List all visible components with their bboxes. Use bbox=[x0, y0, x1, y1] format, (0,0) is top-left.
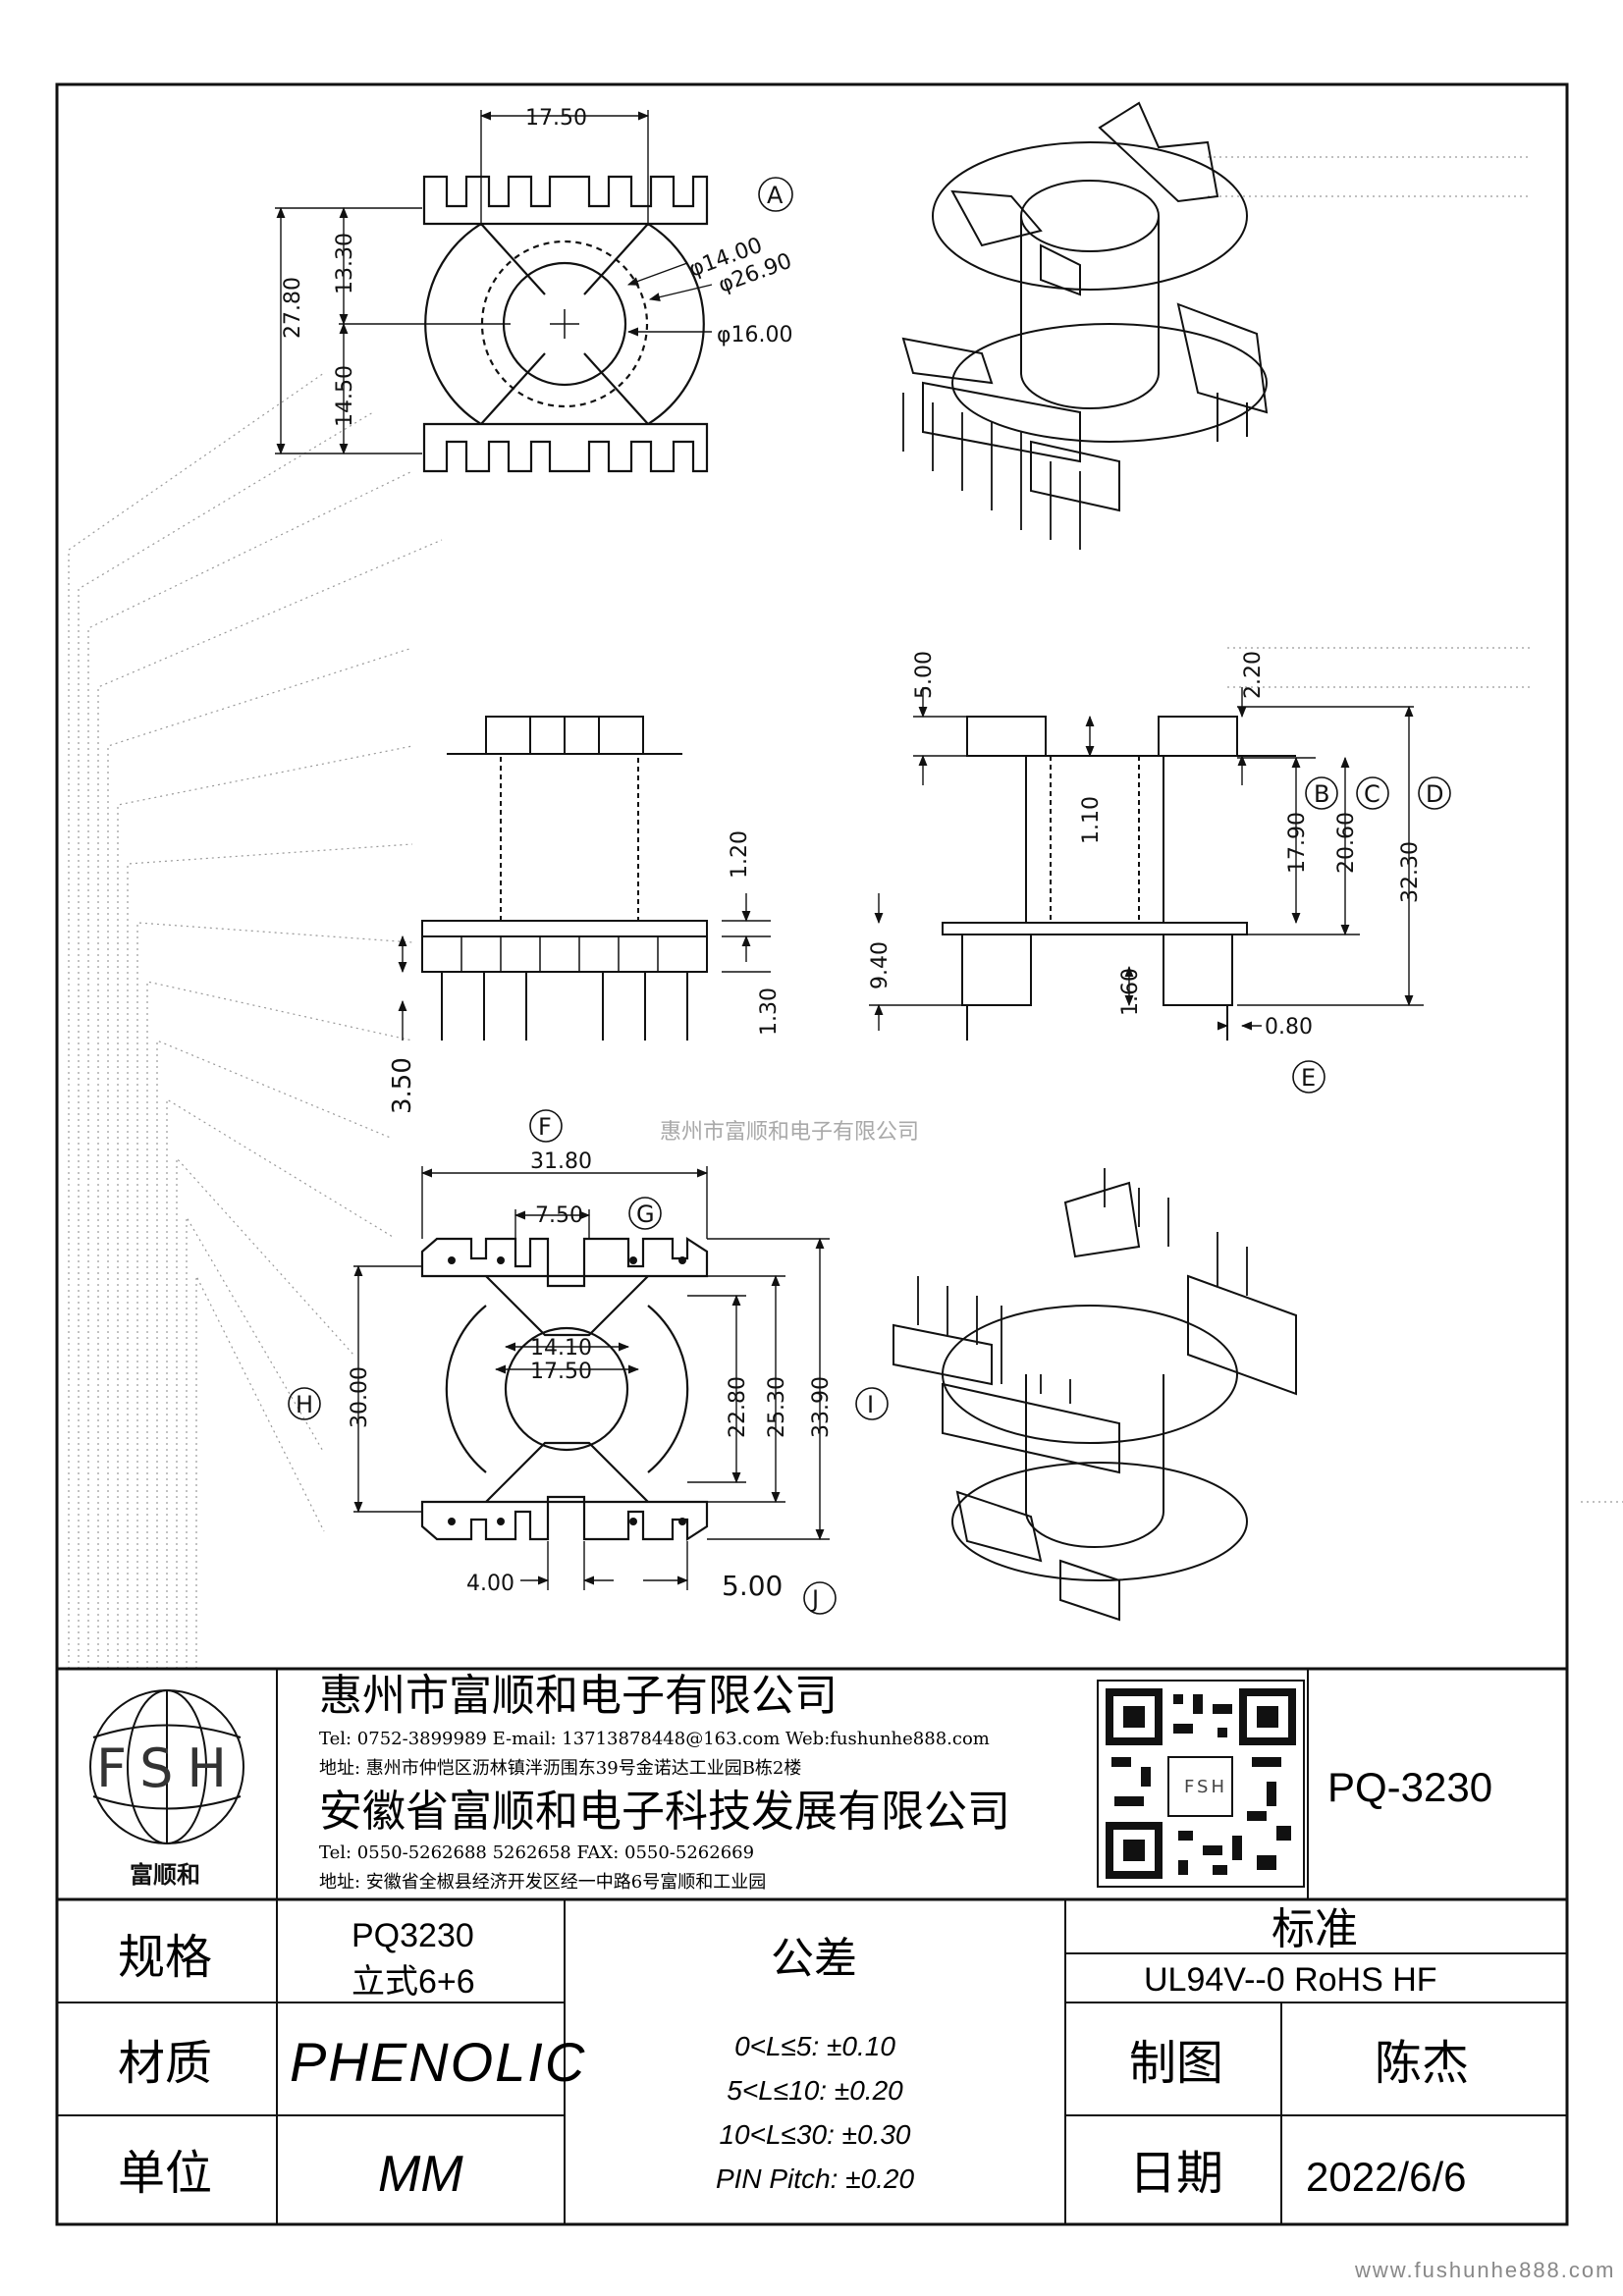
spec-value-type: 立式6+6 bbox=[352, 1963, 475, 2001]
company2-address: 地址: 安徽省全椒县经济开发区经一中路6号富顺和工业园 bbox=[319, 1872, 766, 1893]
dim-0-80: 0.80 bbox=[1265, 1015, 1313, 1040]
unit-label: 单位 bbox=[118, 2146, 212, 2201]
logo-text: FSH bbox=[96, 1737, 241, 1799]
tolerance-line: 0<L≤5: ±0.10 bbox=[734, 2031, 895, 2061]
label-c: C bbox=[1364, 780, 1380, 808]
spec-value-model: PQ3230 bbox=[352, 1917, 474, 1954]
dim-1-30: 1.30 bbox=[757, 988, 782, 1036]
label-f: F bbox=[538, 1113, 552, 1141]
label-g: G bbox=[636, 1201, 655, 1228]
iso-view-bottom bbox=[893, 1168, 1297, 1622]
top-view bbox=[275, 110, 713, 473]
balloon-d bbox=[1418, 776, 1451, 810]
company1-contact: Tel: 0752-3899989 E-mail: 13713878448@16… bbox=[319, 1729, 990, 1749]
standard-value: UL94V--0 RoHS HF bbox=[1144, 1961, 1437, 1999]
side-view-labels: 5.00 2.20 1.10 17.90 20.60 32.30 9.40 1.… bbox=[868, 651, 1451, 1094]
part-number: PQ-3230 bbox=[1327, 1764, 1492, 1810]
date-value: 2022/6/6 bbox=[1306, 2154, 1467, 2200]
fsh-logo bbox=[89, 1689, 244, 1844]
balloon-e bbox=[1292, 1060, 1325, 1094]
side-view bbox=[869, 687, 1424, 1041]
dim-3-50: 3.50 bbox=[388, 1057, 417, 1114]
site-footer: www.fushunhe888.com bbox=[1354, 2258, 1615, 2282]
dim-17-50-top: 17.50 bbox=[525, 106, 587, 131]
dim-7-50: 7.50 bbox=[535, 1203, 583, 1228]
company1-address: 地址: 惠州市仲恺区沥林镇泮沥围东39号金诺达工业园B栋2楼 bbox=[319, 1758, 801, 1779]
dim-1-60: 1.60 bbox=[1118, 968, 1143, 1016]
dim-27-80: 27.80 bbox=[281, 277, 305, 339]
logo-caption: 富顺和 bbox=[130, 1860, 200, 1889]
tolerance-line: PIN Pitch: ±0.20 bbox=[716, 2163, 915, 2194]
company2-contact: Tel: 0550-5262688 5262658 FAX: 0550-5262… bbox=[319, 1842, 754, 1863]
company2-name: 安徽省富顺和电子科技发展有限公司 bbox=[319, 1787, 1010, 1837]
front-view-labels: 1.20 1.30 3.50 bbox=[388, 830, 782, 1114]
iso-view-top bbox=[901, 101, 1269, 550]
balloon-a bbox=[758, 177, 793, 212]
dim-4-00: 4.00 bbox=[466, 1572, 514, 1596]
dim-5-00-bottom: 5.00 bbox=[722, 1570, 783, 1602]
title-block-grid bbox=[57, 1667, 1567, 2224]
balloon-c bbox=[1356, 776, 1389, 810]
dim-5-00: 5.00 bbox=[912, 651, 937, 699]
dim-phi-16: φ16.00 bbox=[717, 323, 793, 347]
company1-name: 惠州市富顺和电子有限公司 bbox=[319, 1671, 838, 1721]
label-i: I bbox=[867, 1391, 874, 1418]
qr-caption: FSH bbox=[1184, 1777, 1227, 1797]
label-e: E bbox=[1301, 1064, 1316, 1092]
dim-22-80: 22.80 bbox=[726, 1376, 750, 1438]
label-d: D bbox=[1426, 780, 1443, 808]
drawn-value: 陈杰 bbox=[1375, 2036, 1469, 2091]
dim-9-40: 9.40 bbox=[868, 941, 893, 989]
tolerance-label: 公差 bbox=[771, 1934, 857, 1984]
material-label: 材质 bbox=[118, 2036, 212, 2091]
dim-14-50: 14.50 bbox=[333, 365, 357, 427]
dim-17-50-bottom: 17.50 bbox=[530, 1360, 592, 1384]
dim-25-30: 25.30 bbox=[765, 1376, 789, 1438]
drawn-label: 制图 bbox=[1129, 2036, 1223, 2091]
balloon-f bbox=[529, 1109, 563, 1143]
tolerance-line: 10<L≤30: ±0.30 bbox=[719, 2119, 910, 2150]
dim-1-10: 1.10 bbox=[1079, 796, 1104, 844]
unit-value: MM bbox=[378, 2146, 463, 2203]
dim-17-90: 17.90 bbox=[1285, 812, 1310, 874]
balloon-h bbox=[288, 1387, 321, 1420]
standard-label: 标准 bbox=[1271, 1904, 1358, 1954]
spec-label: 规格 bbox=[118, 1930, 212, 1985]
date-label: 日期 bbox=[1129, 2146, 1223, 2201]
dotted-guides bbox=[68, 156, 1623, 1669]
dim-13-30: 13.30 bbox=[333, 233, 357, 294]
label-h: H bbox=[296, 1391, 313, 1418]
label-b: B bbox=[1314, 780, 1329, 808]
dim-1-20: 1.20 bbox=[728, 830, 752, 879]
balloon-i bbox=[855, 1387, 889, 1420]
dim-20-60: 20.60 bbox=[1334, 812, 1359, 874]
tolerance-list: 0<L≤5: ±0.10 5<L≤10: ±0.20 10<L≤30: ±0.30P… bbox=[716, 2031, 915, 2194]
label-a: A bbox=[767, 182, 784, 209]
dim-32-30: 32.30 bbox=[1398, 841, 1423, 903]
sheet-border bbox=[55, 82, 1569, 2226]
dim-33-90: 33.90 bbox=[809, 1376, 834, 1438]
label-j: J bbox=[810, 1585, 819, 1613]
tolerance-line: 5<L≤10: ±0.20 bbox=[727, 2075, 903, 2106]
front-view bbox=[398, 716, 771, 1041]
material-value: PHENOLIC bbox=[290, 2031, 586, 2093]
dim-31-80: 31.80 bbox=[530, 1149, 592, 1174]
watermark-text: 惠州市富顺和电子有限公司 bbox=[660, 1120, 919, 1145]
top-view-labels: 17.50 27.80 13.30 14.50 φ14.00 φ26.90 φ1… bbox=[281, 106, 795, 427]
balloon-b bbox=[1305, 776, 1338, 810]
bottom-view bbox=[353, 1166, 830, 1590]
dim-14-10: 14.10 bbox=[530, 1336, 592, 1361]
dim-30-00: 30.00 bbox=[348, 1366, 372, 1428]
bottom-view-labels: 31.80 7.50 14.10 17.50 30.00 22.80 25.30… bbox=[288, 1109, 889, 1615]
balloon-g bbox=[628, 1197, 662, 1230]
dim-2-20: 2.20 bbox=[1241, 651, 1266, 699]
balloon-j bbox=[803, 1581, 837, 1615]
qr-code bbox=[1097, 1680, 1305, 1888]
